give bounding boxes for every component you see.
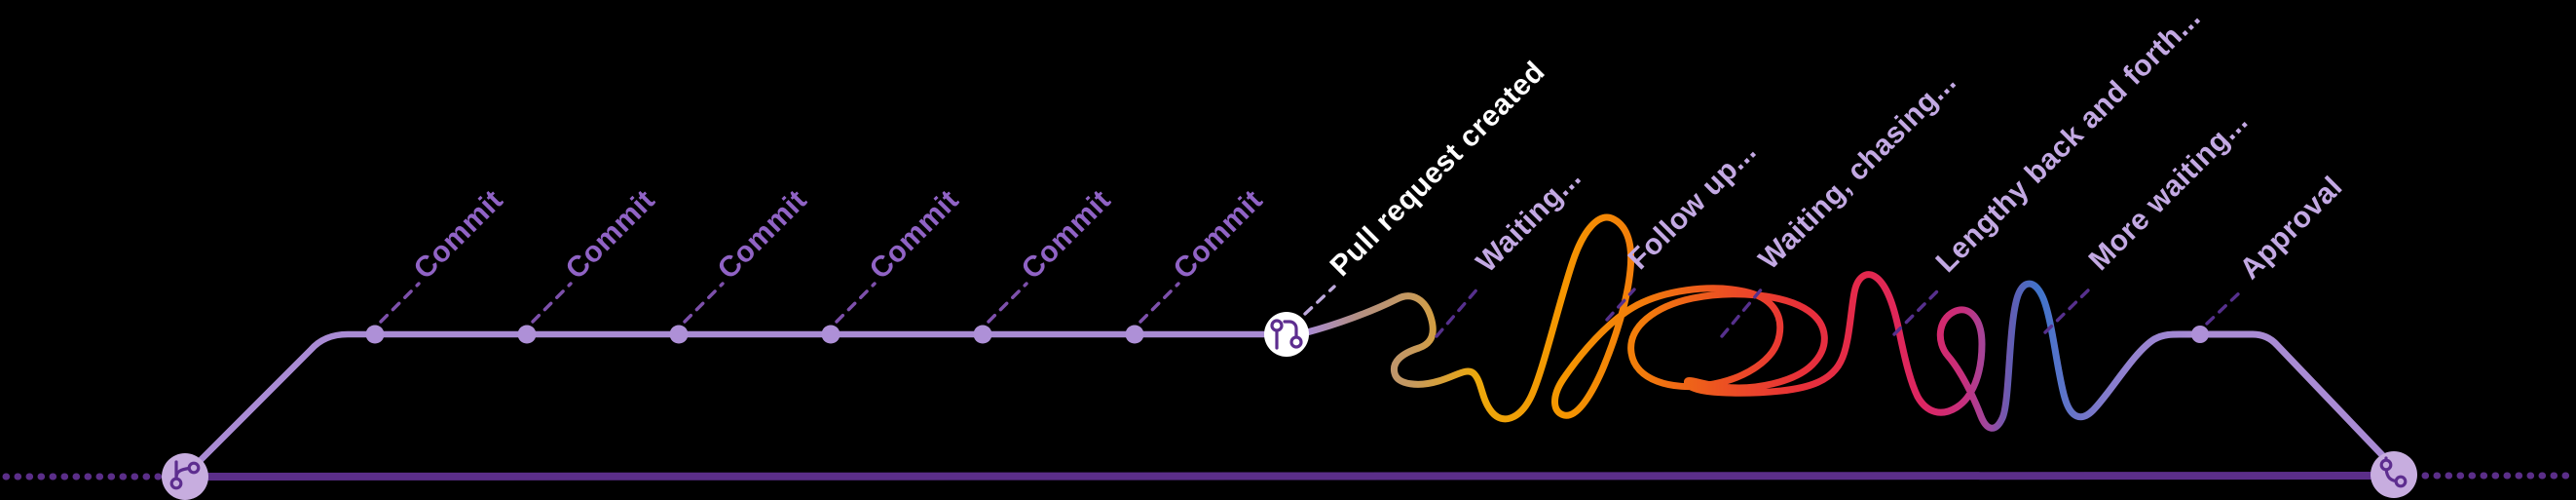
git-branch-icon-dot [169, 477, 183, 490]
commit-label: Commit [1016, 184, 1117, 286]
commit-dot [821, 325, 840, 344]
status-label-waiting-chasing: Waiting, chasing... [1753, 65, 1962, 275]
connector-dash [379, 282, 421, 324]
connector-dash [1892, 287, 1942, 336]
pull-request-icon-nodes [1270, 319, 1303, 349]
status-label-follow-up: Follow up... [1623, 135, 1763, 276]
git-merge-icon-nodes [2379, 458, 2408, 488]
connector-dash [1720, 286, 1765, 338]
status-label-lengthy: Lengthy back and forth... [1930, 2, 2207, 279]
commit-dot [973, 325, 992, 344]
start-node [162, 453, 208, 500]
pull-request-icon-curve [1283, 320, 1298, 338]
main-branch-line [184, 472, 2395, 481]
connector-dash [683, 282, 725, 324]
status-labels: Waiting... Follow up... Waiting, chasing… [1471, 2, 2349, 286]
git-merge-icon-dot [2394, 475, 2408, 488]
pull-request-icon-dot [1270, 319, 1284, 332]
connector-dash [987, 282, 1028, 324]
connector-dash [835, 282, 877, 324]
status-label-approval: Approval [2234, 171, 2349, 286]
commit-label: Commit [712, 184, 813, 286]
commit-label: Commit [560, 184, 661, 286]
commit-dot [669, 325, 689, 344]
commit-dash-connectors [379, 282, 1180, 324]
commit-dot [1125, 325, 1144, 344]
pull-request-dash [1303, 285, 1336, 316]
connector-dash [1435, 285, 1481, 338]
commit-label: Commit [1168, 184, 1269, 286]
commit-dot [365, 325, 385, 344]
pull-request-icon [1270, 319, 1303, 350]
review-tangle-path [1303, 213, 2388, 461]
commit-dot [517, 325, 537, 344]
status-label-more-waiting: More waiting... [2083, 105, 2255, 277]
connector-dash [1605, 288, 1636, 322]
pull-request-circle [1264, 312, 1309, 357]
commit-labels: Commit Commit Commit Commit Commit Commi… [408, 184, 1269, 286]
git-branch-icon [169, 460, 201, 490]
start-node-circle [162, 453, 208, 500]
git-branch-icon-nodes [169, 461, 201, 490]
connector-dash [1139, 282, 1180, 324]
end-node [2371, 451, 2417, 498]
git-merge-icon [2379, 456, 2408, 488]
git-merge-icon-dot [2379, 458, 2393, 472]
connector-dash [2043, 285, 2094, 334]
connector-dash [2205, 288, 2245, 326]
git-branch-icon-dot [187, 461, 201, 475]
git-branch-icon-curve [174, 466, 191, 480]
connector-dash [531, 282, 573, 324]
approval-dot [2191, 326, 2209, 343]
commit-dots [365, 325, 2209, 344]
end-node-circle [2371, 451, 2417, 498]
status-dash-connectors [1435, 285, 2245, 338]
commit-label: Commit [864, 184, 965, 286]
pull-request-node [1264, 312, 1309, 357]
pull-request-icon-dot [1289, 335, 1303, 349]
feature-branch-line [187, 330, 1273, 474]
commit-label: Commit [408, 184, 509, 286]
